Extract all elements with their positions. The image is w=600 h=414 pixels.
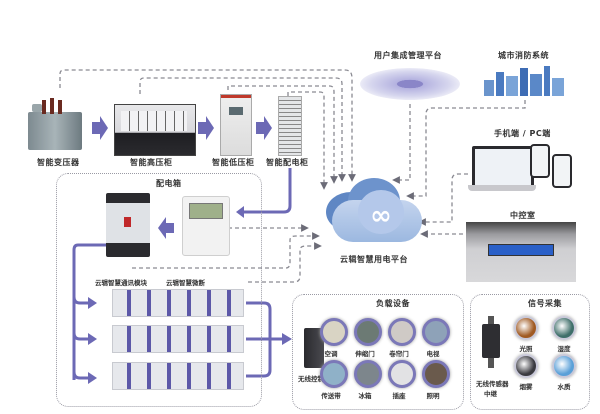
control-room-label: 中控室 — [510, 211, 536, 220]
distribution-box-container — [56, 173, 262, 407]
user-platform-image — [360, 68, 460, 100]
arrow-to-loads — [282, 333, 292, 345]
mobile-pc-label: 手机端 / PC端 — [494, 129, 551, 138]
lv-cabinet-image — [220, 94, 252, 156]
solid-branch-3 — [72, 371, 88, 380]
dash-user-platform-cloud — [392, 104, 411, 184]
load-device-label: 传送带 — [321, 392, 341, 400]
solid-branch-1 — [72, 296, 88, 305]
signal-sensor-icon — [552, 354, 576, 378]
load-device-icon — [388, 360, 416, 388]
load-device-label: 冰箱 — [358, 392, 372, 400]
phone-image-2 — [552, 154, 572, 188]
dash-fire-cloud — [406, 100, 526, 200]
fire-system-label: 城市消防系统 — [498, 51, 549, 60]
circuit-breaker-image — [106, 193, 150, 257]
transformer-image — [24, 98, 86, 152]
hv-cabinet-image — [114, 104, 196, 156]
wireless-controller-label: 无线控制器 — [298, 375, 331, 383]
signal-sensor-label: 湿度 — [557, 345, 571, 353]
load-device-icon — [354, 360, 382, 388]
hv-cabinet-label: 智能高压柜 — [130, 158, 173, 167]
load-device-icon — [388, 318, 416, 346]
micro-breaker-row-2 — [112, 325, 244, 353]
load-device-label: 插座 — [392, 392, 406, 400]
wireless-sensor-relay-image — [482, 316, 500, 370]
solid-dist-to-meter — [240, 168, 292, 214]
load-devices-container — [292, 294, 464, 410]
dist-cabinet-label: 智能配电柜 — [266, 158, 309, 167]
load-device-icon — [422, 318, 450, 346]
signal-sensor-label: 烟雾 — [519, 383, 533, 391]
control-room-image — [466, 222, 576, 282]
transformer-label: 智能变压器 — [37, 158, 80, 167]
solid-branch-2 — [72, 332, 88, 341]
relay-label-line-1: 无线传感器 — [476, 380, 509, 388]
arrow-into-meter — [236, 206, 244, 218]
load-device-icon — [422, 360, 450, 388]
micro-breaker-row-1 — [112, 289, 244, 317]
smart-meter-image — [182, 196, 230, 256]
smart-breaker-label: 云辑智慧微断 — [166, 279, 205, 287]
load-devices-title: 负载设备 — [376, 299, 410, 308]
arrow-lv-dist — [256, 116, 272, 140]
cloud-platform-label: 云辑智慧用电平台 — [340, 255, 408, 264]
load-device-icon — [354, 318, 382, 346]
arrow-row-1 — [88, 297, 97, 309]
infinity-icon: ∞ — [370, 201, 392, 231]
load-device-label: 电视 — [426, 350, 440, 358]
city-skyline-image — [480, 64, 570, 96]
comm-module-label: 云辑智慧通讯模块 — [95, 279, 147, 287]
dist-cabinet-image — [278, 96, 302, 156]
load-device-icon — [320, 318, 348, 346]
dash-breaker-cloud — [132, 232, 320, 269]
arrow-row-3 — [88, 372, 97, 384]
arrow-row-2 — [88, 333, 97, 345]
load-device-label: 伸缩门 — [355, 350, 375, 358]
dash-mobile-cloud — [418, 173, 468, 226]
arrow-hv-lv — [198, 116, 214, 140]
distribution-box-title: 配电箱 — [156, 179, 182, 188]
signal-sensor-label: 光照 — [519, 345, 533, 353]
wireless-controller-image — [304, 328, 324, 368]
phone-image-1 — [530, 144, 550, 178]
solid-breaker-branch — [72, 243, 106, 380]
load-device-label: 卷帘门 — [389, 350, 409, 358]
dash-microbreaker-cloud — [248, 242, 322, 283]
dash-lv-cloud — [227, 85, 338, 184]
arrow-meter-breaker — [158, 217, 174, 239]
dash-hv-cloud — [139, 77, 346, 182]
signal-sensor-icon — [514, 354, 538, 378]
signal-sensor-label: 水质 — [557, 383, 571, 391]
micro-breaker-row-3 — [112, 362, 244, 390]
cloud-platform-icon: ∞ — [318, 178, 424, 242]
arrow-transformer-hv — [92, 116, 108, 140]
dash-transformer-cloud — [59, 69, 356, 182]
dash-dist-cloud — [287, 91, 328, 190]
lv-cabinet-label: 智能低压柜 — [212, 158, 255, 167]
signal-collection-container — [470, 294, 590, 410]
load-device-label: 空调 — [324, 350, 338, 358]
user-platform-label: 用户集成管理平台 — [374, 51, 442, 60]
signal-collection-title: 信号采集 — [528, 299, 562, 308]
signal-sensor-icon — [514, 316, 538, 340]
load-device-label: 照明 — [426, 392, 440, 400]
relay-label-line-2: 中继 — [484, 390, 497, 398]
load-device-icon — [320, 360, 348, 388]
signal-sensor-icon — [552, 316, 576, 340]
laptop-image — [468, 146, 536, 194]
